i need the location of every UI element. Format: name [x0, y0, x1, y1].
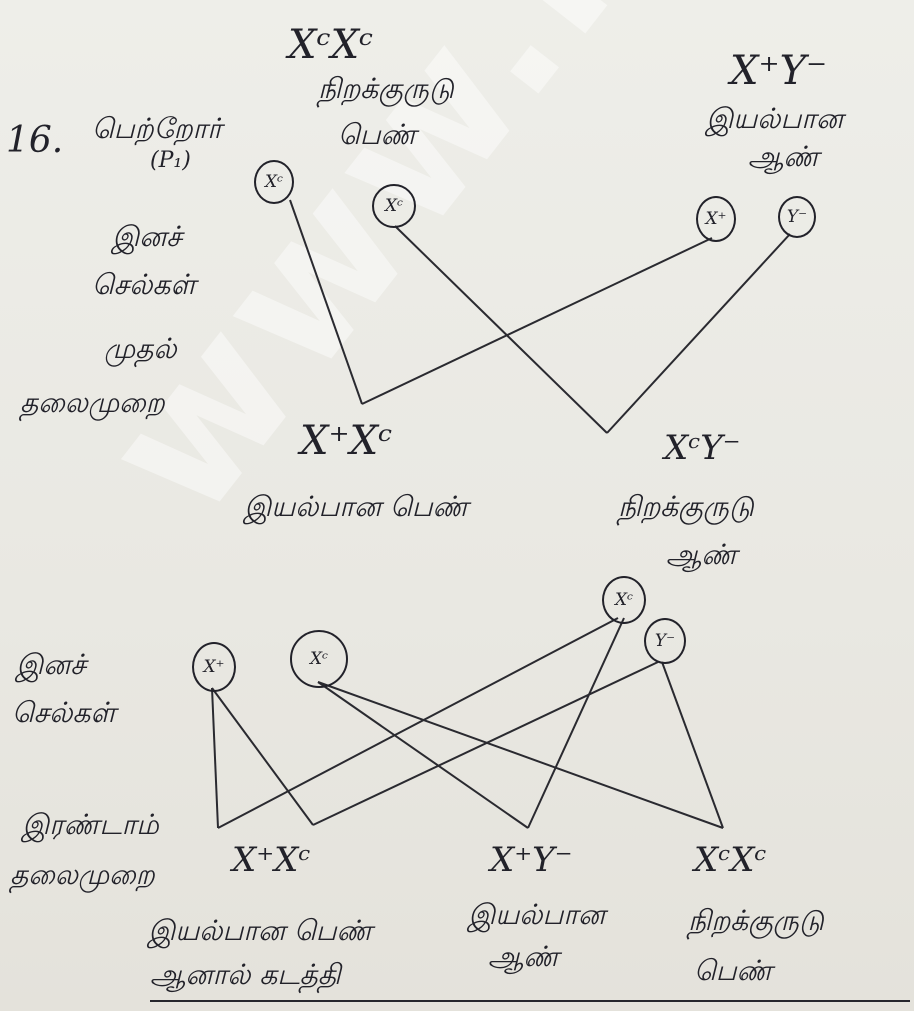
gamete-circle: Xᶜ — [602, 576, 646, 624]
gamete-circle: Y⁻ — [778, 196, 816, 238]
line-f2-a — [211, 687, 314, 826]
f2-desc-1b: ஆனால் கடத்தி — [150, 958, 341, 991]
line-f1-right-2 — [606, 233, 791, 434]
question-number: 16. — [6, 120, 64, 161]
gamete-circle: Xᶜ — [372, 184, 416, 228]
gamete-circle: Xᶜ — [290, 630, 348, 688]
f1-right-desc-2: ஆண் — [666, 538, 738, 571]
first-gen-label-line2: தலைமுறை — [20, 386, 165, 419]
gametes2-label-line1: இனச் — [16, 648, 86, 681]
line-f2-h — [661, 661, 724, 829]
f2-genotype-3: XᶜXᶜ — [694, 840, 767, 880]
line-f2-g — [527, 617, 625, 829]
f2-desc-2a: இயல்பான — [468, 898, 606, 931]
line-f1-left-1 — [289, 199, 363, 405]
first-gen-label-line1: முதல் — [104, 332, 177, 365]
gamete-circle: Y⁻ — [644, 618, 686, 664]
f2-genotype-1: X⁺Xᶜ — [232, 840, 311, 880]
line-f2-f — [317, 681, 724, 829]
f2-desc-3b: பெண் — [694, 954, 773, 987]
parent-male-desc-2: ஆண் — [748, 140, 820, 173]
gametes-label-line1: இனச் — [112, 220, 182, 253]
f1-left-desc: இயல்பான பெண் — [244, 490, 469, 523]
second-gen-label-line1: இரண்டாம் — [22, 808, 159, 841]
parent-female-desc-2: பெண் — [338, 118, 417, 151]
f2-desc-1a: இயல்பான பெண் — [148, 914, 373, 947]
f2-desc-2b: ஆண் — [488, 940, 560, 973]
line-f2-b — [211, 687, 219, 829]
parent-male-desc-1: இயல்பான — [706, 102, 844, 135]
parent-female-desc-1: நிறக்குருடு — [318, 72, 454, 105]
second-gen-label-line2: தலைமுறை — [10, 858, 155, 891]
parents-label-sub: (P₁) — [150, 148, 191, 173]
parent-male-genotype: X⁺Y⁻ — [730, 48, 828, 94]
line-f2-e — [317, 681, 529, 829]
line-f2-c — [217, 617, 619, 829]
line-f1-right-1 — [394, 225, 608, 434]
f1-left-genotype: X⁺Xᶜ — [300, 418, 393, 464]
f2-genotype-2: X⁺Y⁻ — [490, 840, 573, 880]
f1-right-desc-1: நிறக்குருடு — [618, 490, 754, 523]
parent-female-genotype: XᶜXᶜ — [288, 22, 374, 68]
line-f1-left-2 — [361, 237, 713, 405]
f2-desc-3a: நிறக்குருடு — [688, 904, 824, 937]
gametes-label-line2: செல்கள் — [92, 268, 196, 301]
parents-label: பெற்றோர் — [92, 112, 222, 145]
underline-rule — [150, 1000, 910, 1002]
gamete-circle: Xᶜ — [254, 160, 294, 204]
gamete-circle: X⁺ — [696, 196, 736, 242]
line-f2-d — [312, 661, 659, 826]
f1-right-genotype: XᶜY⁻ — [664, 428, 741, 468]
gamete-circle: X⁺ — [192, 642, 236, 692]
gametes2-label-line2: செல்கள் — [12, 696, 116, 729]
